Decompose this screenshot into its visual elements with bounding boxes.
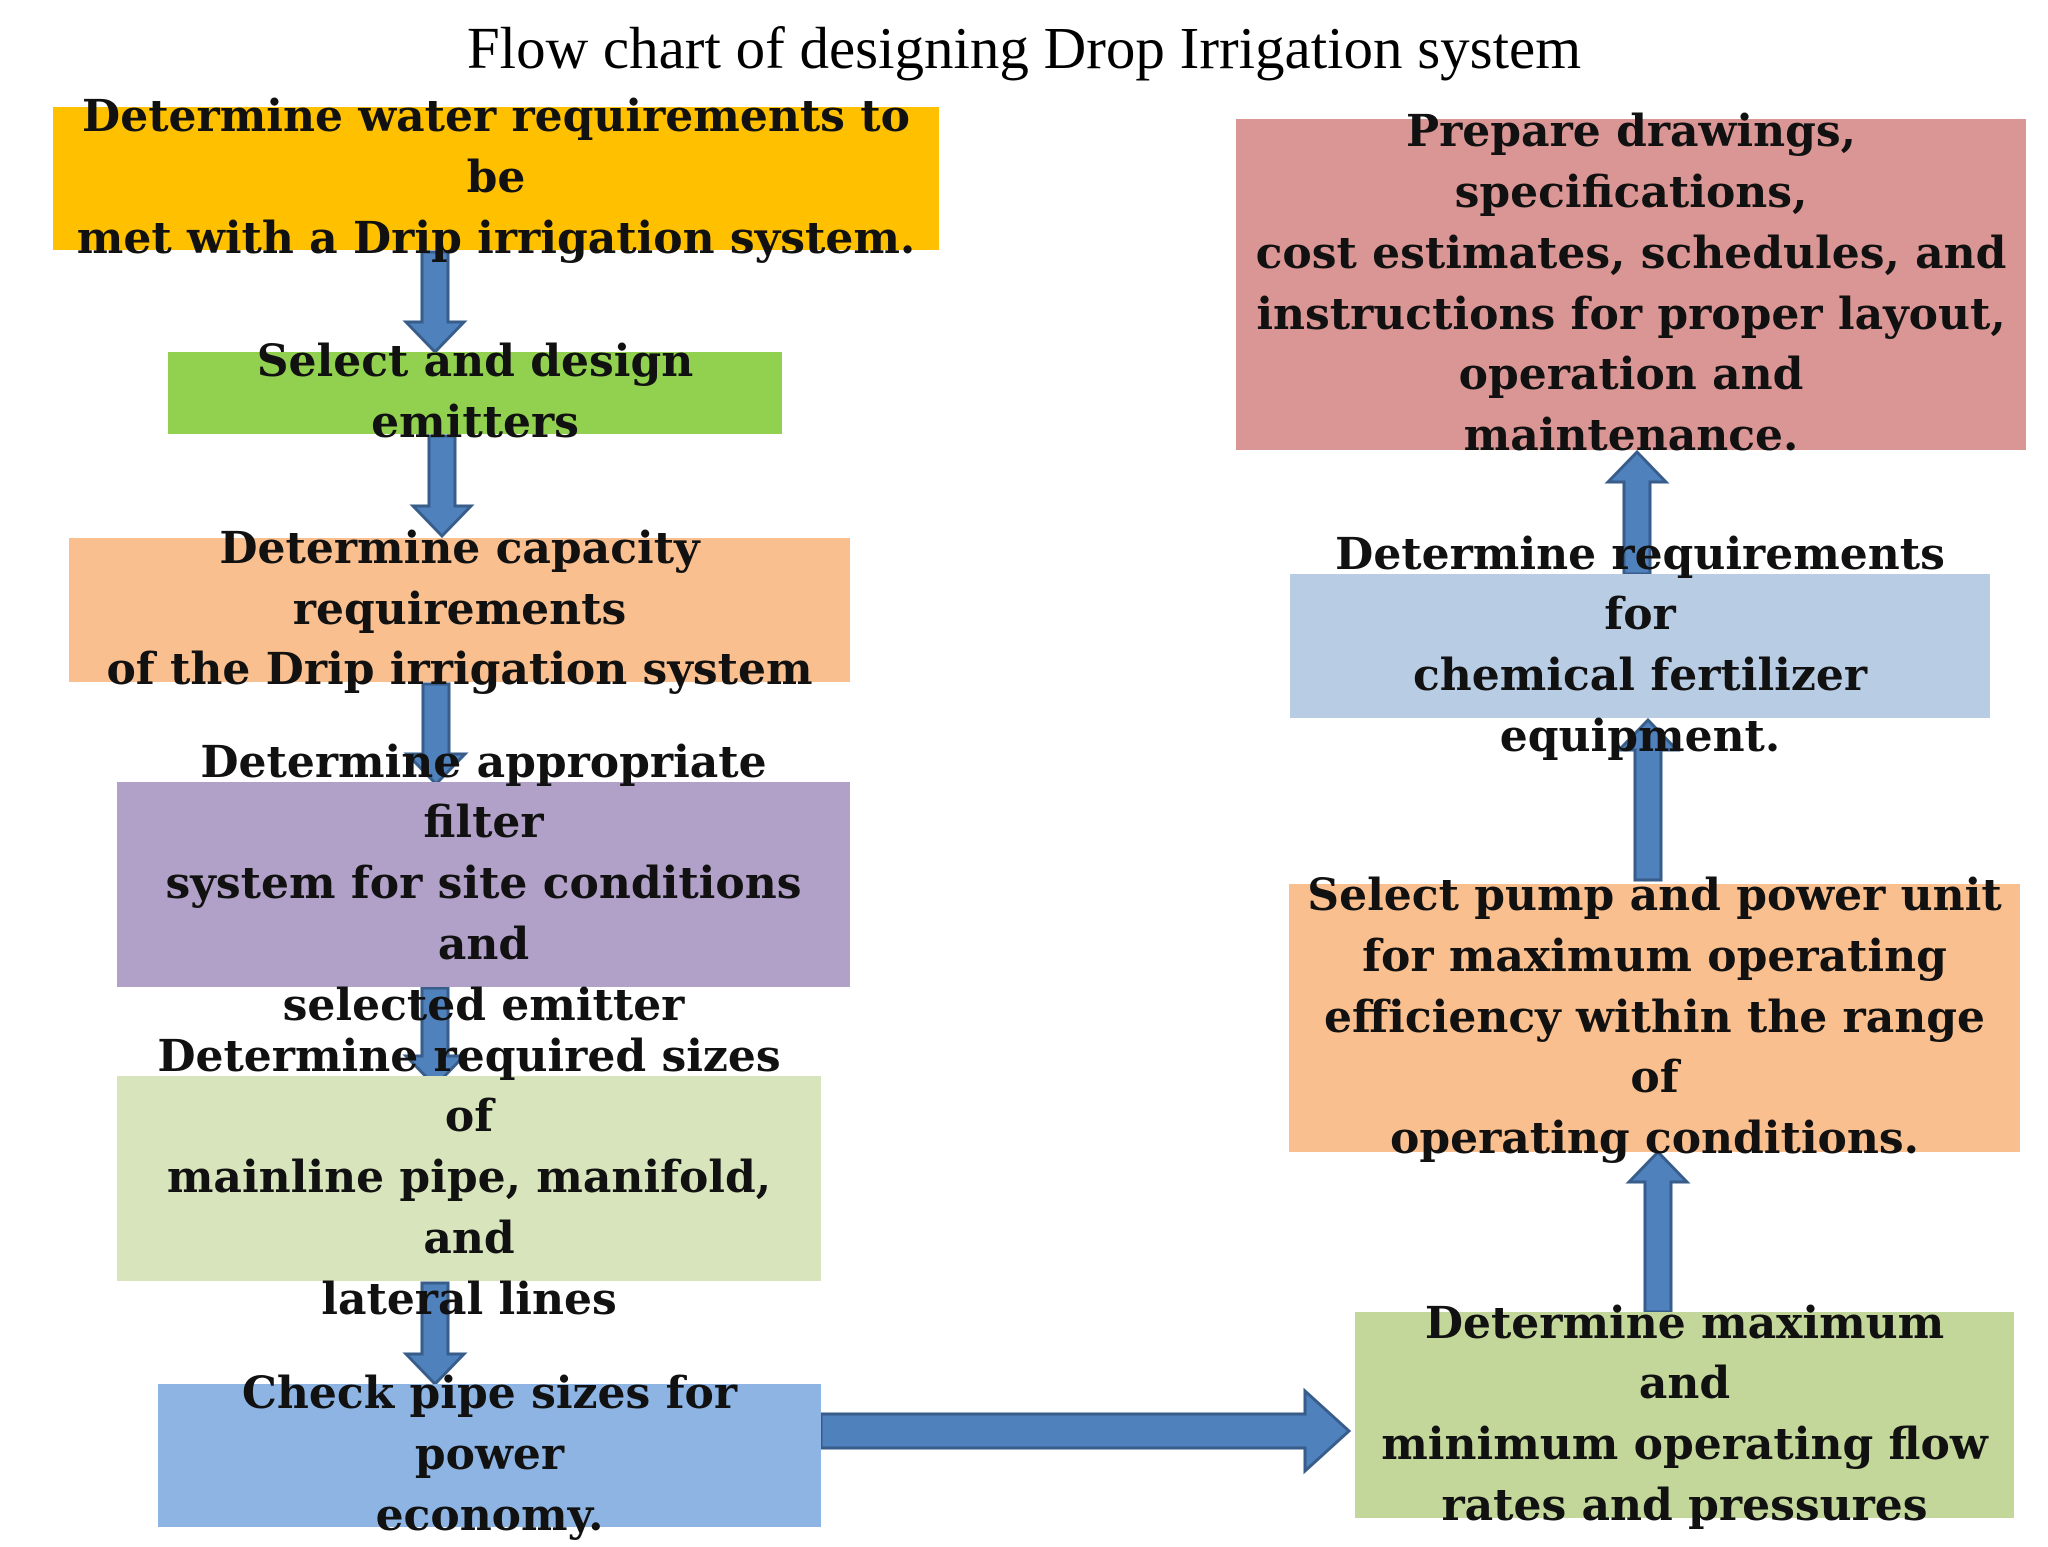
step-select-pump: Select pump and power unit for maximum o… [1289, 870, 2020, 1164]
arrow-down-1 [402, 250, 468, 355]
arrow-up-7 [1625, 1149, 1691, 1314]
step-fertilizer-equipment: Determine requirements for chemical fert… [1290, 529, 1990, 762]
step-determine-water-requirements: Determine water requirements to be met w… [53, 91, 939, 264]
arrow-down-4 [402, 986, 468, 1089]
step-determine-capacity: Determine capacity requirements of the D… [69, 523, 850, 695]
arrow-down-2 [409, 434, 475, 539]
arrow-up-9 [1604, 449, 1670, 576]
step-select-design-emitters: Select and design emitters [168, 336, 782, 448]
step-determine-pipe-sizes: Determine required sizes of mainline pip… [117, 1031, 821, 1325]
page-title: Flow chart of designing Drop Irrigation … [466, 15, 1582, 81]
step-check-pipe-sizes: Check pipe sizes for power economy. [158, 1368, 821, 1541]
arrow-down-5 [402, 1281, 468, 1387]
step-prepare-drawings: Prepare drawings, specifications, cost e… [1236, 106, 2026, 461]
step-determine-filter-system: Determine appropriate filter system for … [117, 737, 850, 1031]
arrow-down-3 [403, 682, 469, 787]
arrow-right-6 [819, 1387, 1352, 1475]
step-determine-flow-rates: Determine maximum and minimum operating … [1355, 1298, 2014, 1531]
arrow-up-8 [1615, 717, 1681, 882]
